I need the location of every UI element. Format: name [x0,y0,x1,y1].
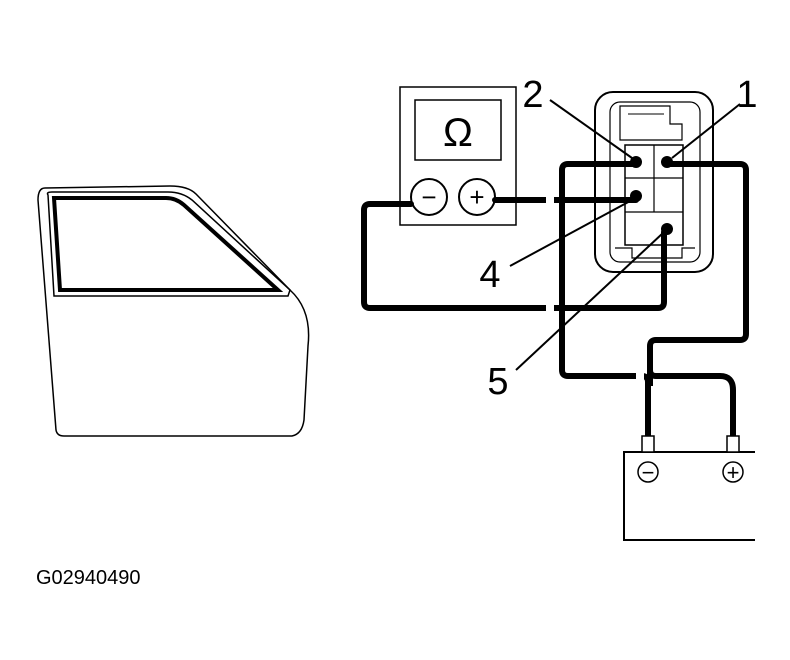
terminal-4-probe [630,190,642,202]
probe-tips [630,156,673,235]
leader-lines [509,99,741,371]
ohmmeter: Ω − + [399,86,517,226]
connector-housing-inner [609,101,701,263]
battery: − + [623,435,755,541]
door-window-frame-inner [51,196,284,292]
terminal-5-probe [661,223,673,235]
battery-negative-symbol: − [642,460,655,485]
lead-battery-negative-to-terminal-2 [559,161,651,441]
door-outer-panel [37,185,310,437]
terminal-label-2: 2 [522,74,543,116]
wire-crossover-redraw [559,190,653,386]
battery-negative-post [641,435,655,453]
connector-bottom-keys [615,247,695,259]
leader-2 [549,99,633,159]
ohmmeter-negative-terminal [410,178,448,216]
lead-ohmmeter-negative-to-terminal-5 [361,201,667,311]
terminal-label-1: 1 [736,74,757,116]
terminal-label-5: 5 [487,361,508,403]
ohmmeter-positive-symbol: + [469,182,484,212]
leader-1 [671,103,741,159]
wire-crossover-gaps [546,196,644,380]
battery-positive-post [726,435,740,453]
ohm-symbol: Ω [443,111,473,155]
ohmmeter-negative-symbol: − [421,182,436,212]
lock-connector [594,91,714,273]
leader-4 [509,199,633,267]
door-window-frame-outer [46,191,291,297]
battery-negative-mark-circle [637,461,659,483]
terminal-label-4: 4 [479,254,500,296]
ohmmeter-display [414,99,502,161]
figure-code: G02940490 [36,567,141,589]
terminal-1-probe [661,156,673,168]
leader-5 [515,232,664,371]
terminal-2-probe [630,156,642,168]
connector-latch [619,105,683,141]
battery-positive-symbol: + [727,460,740,485]
door-illustration [37,185,310,437]
lead-battery-positive-to-terminal-1 [647,161,749,441]
battery-positive-mark-circle [722,461,744,483]
